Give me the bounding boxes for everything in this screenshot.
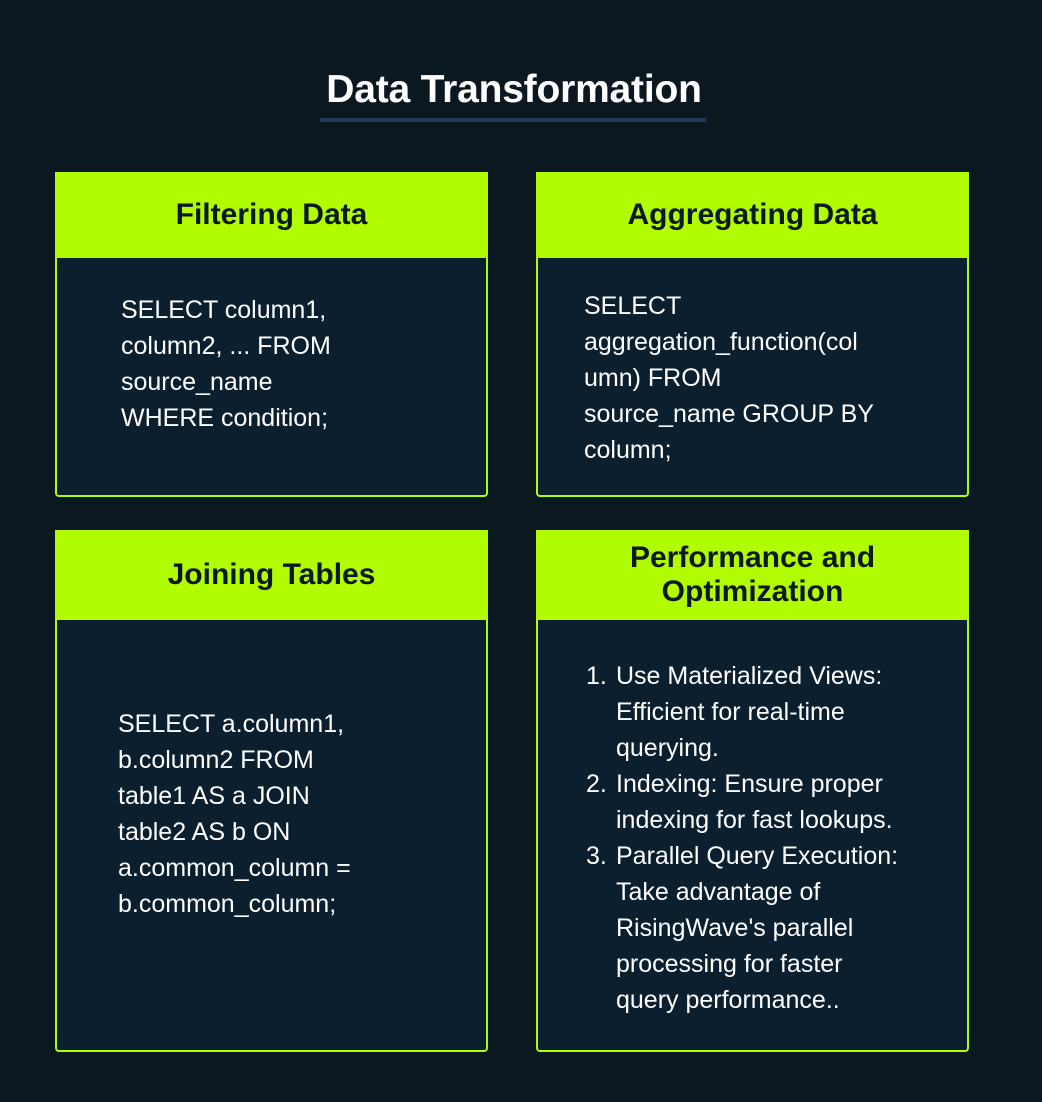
performance-optimization-card: Performance and Optimization 1. Use Mate… xyxy=(536,530,969,1052)
performance-optimization-title-line2: Optimization xyxy=(661,575,844,608)
joining-tables-query: SELECT a.column1, b.column2 FROM table1 … xyxy=(118,706,351,922)
query-line: column; xyxy=(584,436,672,464)
query-line: source_name xyxy=(121,368,273,396)
list-item-line: processing for faster xyxy=(616,950,843,978)
query-line: source_name GROUP BY xyxy=(584,400,874,428)
list-item-line: indexing for fast lookups. xyxy=(616,806,893,834)
query-line: SELECT column1, xyxy=(121,296,327,324)
list-item: 1. Use Materialized Views: Efficient for… xyxy=(586,658,898,766)
query-line: aggregation_function(col xyxy=(584,328,858,356)
page-title: Data Transformation xyxy=(326,68,702,111)
joining-tables-title: Joining Tables xyxy=(167,558,376,591)
performance-optimization-header: Performance and Optimization xyxy=(536,530,969,620)
aggregating-data-card: Aggregating Data SELECT aggregation_func… xyxy=(536,172,969,497)
list-item-line: Take advantage of xyxy=(616,878,821,906)
list-item-line: query performance.. xyxy=(616,986,840,1014)
list-item: 3. Parallel Query Execution: Take advant… xyxy=(586,838,898,1018)
list-item-line: Parallel Query Execution: xyxy=(616,842,899,870)
query-line: a.common_column = xyxy=(118,854,351,882)
query-line: b.column2 FROM xyxy=(118,746,314,774)
query-line: b.common_column; xyxy=(118,890,337,918)
optimization-tips-list: 1. Use Materialized Views: Efficient for… xyxy=(586,658,898,1018)
performance-optimization-title-line1: Performance and xyxy=(629,541,876,574)
filtering-data-title: Filtering Data xyxy=(175,198,368,231)
list-item: 2. Indexing: Ensure proper indexing for … xyxy=(586,766,898,838)
query-line: column2, ... FROM xyxy=(121,332,331,360)
list-item-line: querying. xyxy=(616,734,719,762)
aggregating-data-title: Aggregating Data xyxy=(627,198,878,231)
list-item-line: Use Materialized Views: xyxy=(616,662,883,690)
list-item-line: RisingWave's parallel xyxy=(616,914,854,942)
title-underline xyxy=(320,118,706,122)
query-line: SELECT a.column1, xyxy=(118,710,345,738)
list-item-line: Efficient for real-time xyxy=(616,698,845,726)
filtering-data-query: SELECT column1, column2, ... FROM source… xyxy=(121,292,331,436)
joining-tables-header: Joining Tables xyxy=(55,530,488,620)
list-item-number: 3. xyxy=(586,842,607,870)
list-item-line: Indexing: Ensure proper xyxy=(616,770,883,798)
query-line: table2 AS b ON xyxy=(118,818,291,846)
joining-tables-card: Joining Tables SELECT a.column1, b.colum… xyxy=(55,530,488,1052)
filtering-data-card: Filtering Data SELECT column1, column2, … xyxy=(55,172,488,497)
list-item-number: 1. xyxy=(586,662,607,690)
query-line: WHERE condition; xyxy=(121,404,329,432)
aggregating-data-header: Aggregating Data xyxy=(536,172,969,258)
query-line: SELECT xyxy=(584,292,682,320)
query-line: table1 AS a JOIN xyxy=(118,782,310,810)
list-item-number: 2. xyxy=(586,770,607,798)
filtering-data-header: Filtering Data xyxy=(55,172,488,258)
aggregating-data-query: SELECT aggregation_function(col umn) FRO… xyxy=(584,288,874,468)
query-line: umn) FROM xyxy=(584,364,722,392)
